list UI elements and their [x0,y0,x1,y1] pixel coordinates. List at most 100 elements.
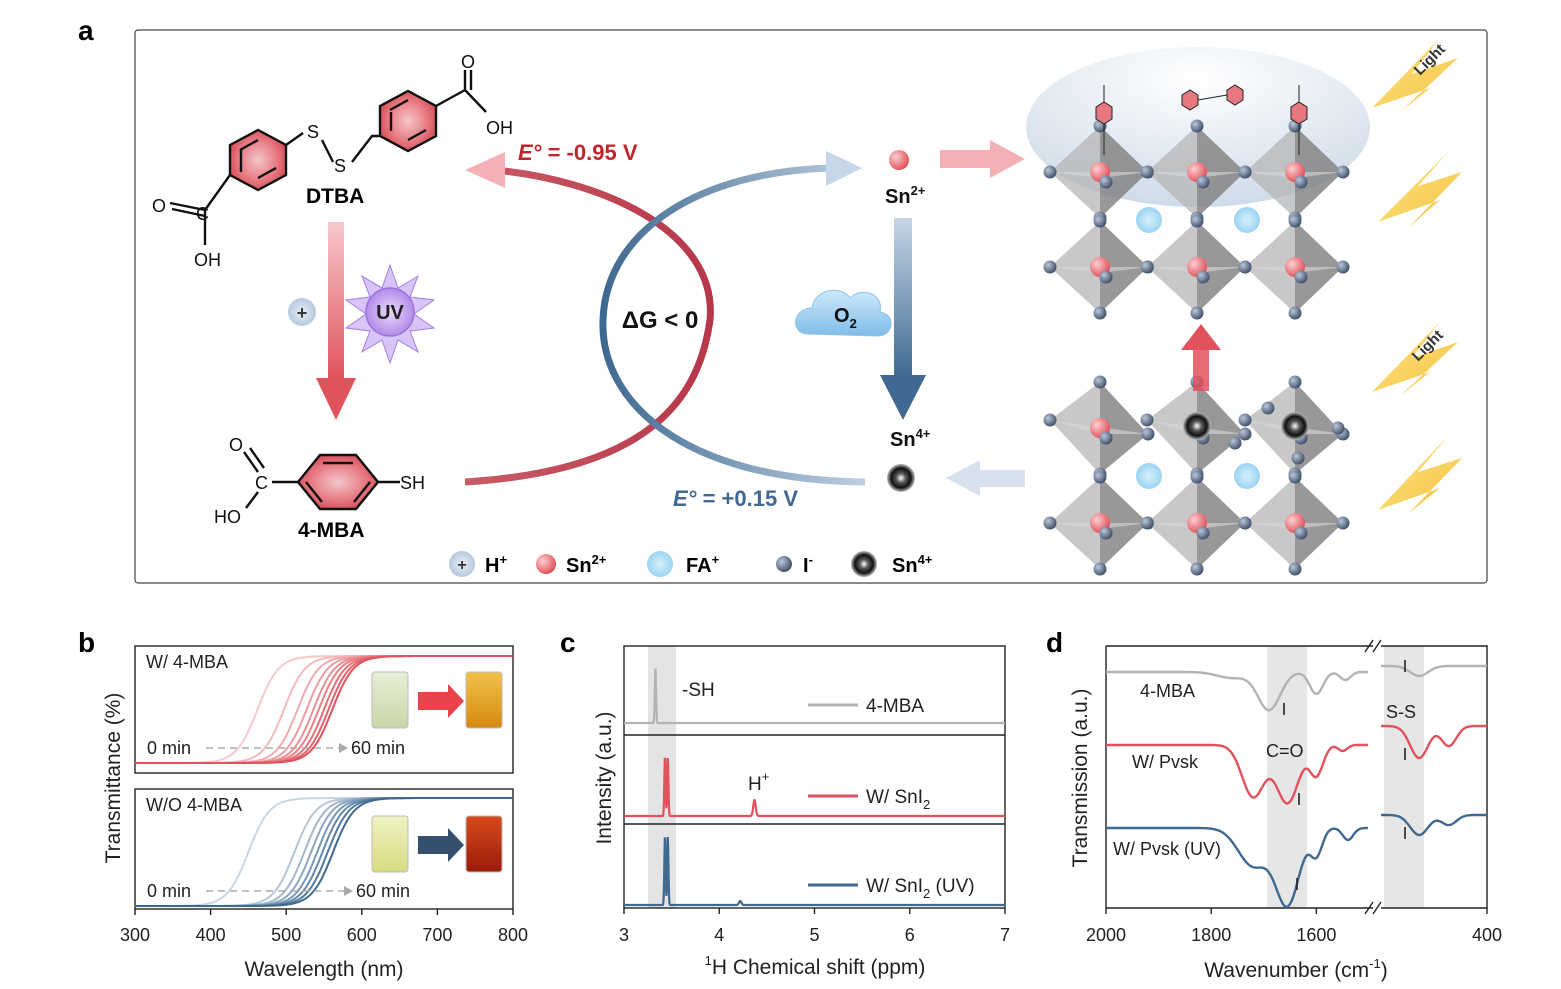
atom-o-top: O [461,52,475,72]
c-shaded-band [648,646,676,908]
ftir-spectrum-left [1106,826,1368,909]
b-time-end-top: 60 min [351,738,405,758]
iodide [1043,260,1057,274]
oxidation-arrow-shaft [894,218,912,378]
legend-fa-ball [647,551,673,577]
x-tick-label: 3 [619,925,629,945]
d-co-label: C=O [1266,741,1304,761]
panel-letter-d: d [1046,627,1063,658]
iodide [1043,413,1057,427]
sn2-to-lattice-arrow [940,150,992,168]
e-red-label: E° = -0.95 V [518,140,638,165]
iodide [1190,214,1204,228]
iodide [1190,470,1204,484]
uv-sun-icon [344,263,436,365]
d-axis-break [1364,639,1382,915]
fa-cation [1234,463,1260,489]
sn4-label: Sn4+ [890,426,931,451]
x-tick-label: 700 [422,925,452,945]
x-tick-label: 500 [271,925,301,945]
sn2-to-lattice-arrow-head [990,140,1025,178]
c-xlabel: 1H Chemical shift (ppm) [705,953,926,979]
scheme-legend: + H+ Sn2+ FA+ I- Sn4+ [449,551,933,577]
iodide [1288,306,1302,320]
octahedron-face [1245,382,1295,474]
octahedron-face [1197,382,1245,474]
b-top-frame [134,645,514,774]
displaced-iodide [1291,451,1305,465]
iodide [1288,562,1302,576]
iodide [1288,375,1302,389]
iodide [1099,431,1113,445]
c-spectra [624,668,1005,907]
panel-a-frame [134,29,1488,584]
delta-g-label: ΔG < 0 [622,307,699,334]
ligand-ring [1095,101,1113,125]
mba-molecule [243,447,400,511]
recovery-arrow-head [1181,324,1221,350]
blue-arc-head [826,151,862,186]
transmittance-curve [135,655,513,764]
b-time-top: 0 min 60 min [147,738,405,758]
d-band-markers [1283,660,1406,890]
b-time-start-bottom: 0 min [147,881,191,901]
b-bottom-frame [134,788,514,910]
ftir-spectrum-left [1106,743,1368,805]
uv-down-arrow-shaft [328,222,344,380]
svg-text:E° = -0.95 V: E° = -0.95 V [518,140,638,165]
ftir-spectrum-right [1381,724,1487,760]
c-legend-3: W/ SnI2 (UV) [866,876,975,901]
fa-cation [1234,207,1260,233]
mba-label: 4-MBA [298,519,365,542]
uv-down-arrow-head [316,378,356,420]
light-bolt-icon-3 [1372,322,1458,396]
iodide [1093,306,1107,320]
d-label-mba: 4-MBA [1140,681,1195,701]
octahedron-face [1147,382,1197,474]
x-tick-label: 800 [498,925,528,945]
atom-o-left: O [152,196,166,216]
legend-proton-ball [449,551,475,577]
displaced-iodide [1261,401,1275,415]
sn4-ball [887,464,915,492]
displaced-iodide [1228,436,1242,450]
iodide [1336,260,1350,274]
d-spectra [1106,664,1487,909]
perovskite-top [1026,47,1370,320]
iodide [1043,165,1057,179]
c-legend-2: W/ SnI2 [866,787,930,812]
atom-sh-mba: SH [400,473,425,493]
perovskite-bottom [1043,375,1350,576]
atom-oh-top: OH [486,118,513,138]
oxidation-arrow-head [880,375,926,420]
panel-letter-c: c [560,627,576,658]
mba-atom-labels: C O HO SH [214,435,425,527]
b-time-end-bottom: 60 min [356,881,410,901]
d-label-pvsk-uv: W/ Pvsk (UV) [1113,839,1221,859]
atom-ho-mba: HO [214,507,241,527]
legend-iodide-ball [776,556,792,572]
x-tick-label: 400 [196,925,226,945]
octahedron-face [1050,382,1100,474]
c-ylabel: Intensity (a.u.) [593,711,616,844]
iodide [1190,562,1204,576]
x-tick-label: 6 [905,925,915,945]
sn4-defect [1281,412,1309,440]
iodide [1294,270,1308,284]
b-xlabel: Wavelength (nm) [244,958,403,981]
atom-s2: S [334,156,346,176]
legend-sn2-ball [536,554,556,574]
iodide [1140,260,1154,274]
dimer-bond [1197,94,1228,101]
lattice-to-sn4-arrow-head [946,460,980,496]
ftir-spectrum-left [1106,670,1368,712]
d-xlabel: Wavenumber (cm-1) [1204,956,1388,982]
fa-cation [1136,207,1162,233]
uv-label: UV [376,302,404,324]
b-ylabel: Transmittance (%) [102,693,125,864]
fa-cation [1136,463,1162,489]
d-label-pvsk: W/ Pvsk [1132,752,1199,772]
iodide [1099,175,1113,189]
